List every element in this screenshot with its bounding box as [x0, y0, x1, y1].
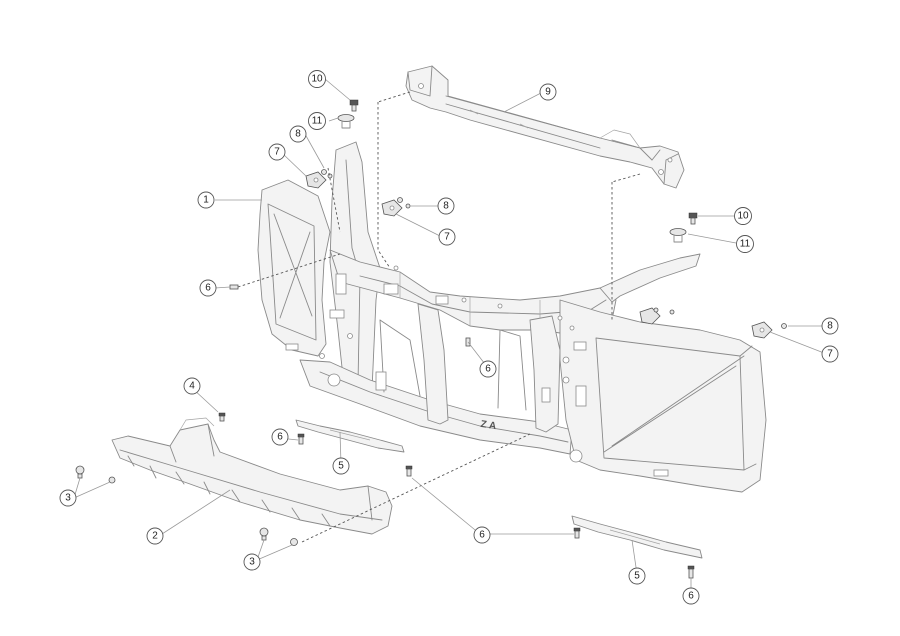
bolt-3-left-b: [108, 476, 116, 484]
callout-7-center: 7: [438, 228, 456, 246]
callout-4: 4: [183, 377, 201, 395]
grommet-11-left: [337, 114, 355, 129]
svg-text:5: 5: [338, 461, 344, 472]
svg-text:6: 6: [479, 530, 485, 541]
svg-text:6: 6: [688, 591, 694, 602]
callout-6-lower: 6: [473, 526, 491, 544]
callout-9: 9: [539, 83, 557, 101]
callout-11-left: 11: [308, 112, 326, 130]
callout-8-left: 8: [289, 125, 307, 143]
svg-text:3: 3: [65, 493, 71, 504]
bolt-6-brace-upper: [297, 433, 305, 445]
upper-tie-bar: [405, 65, 685, 189]
svg-text:10: 10: [311, 74, 323, 85]
svg-text:11: 11: [740, 239, 751, 250]
svg-text:7: 7: [827, 349, 833, 360]
svg-text:6: 6: [205, 283, 211, 294]
svg-text:11: 11: [312, 116, 323, 127]
svg-text:5: 5: [634, 571, 640, 582]
svg-text:4: 4: [189, 381, 195, 392]
callout-6-bottom: 6: [682, 587, 700, 605]
screw-8-right: [653, 307, 787, 329]
svg-text:7: 7: [274, 147, 280, 158]
callout-11-right: 11: [736, 235, 754, 253]
bolt-3-lower-a: [259, 527, 269, 541]
svg-text:6: 6: [485, 364, 491, 375]
svg-text:10: 10: [737, 211, 749, 222]
nut-4: [218, 412, 226, 422]
callout-6-center: 6: [479, 360, 497, 378]
screw-8-center: [397, 197, 411, 209]
callout-5-lower: 5: [628, 567, 646, 585]
radiator-support-frame: Z A: [257, 141, 767, 493]
callout-1: 1: [197, 191, 215, 209]
bracket-7-center: [381, 199, 403, 217]
bolt-6-bracket: [405, 465, 413, 477]
callout-5-upper: 5: [332, 457, 350, 475]
callout-6-left: 6: [199, 279, 217, 297]
svg-text:7: 7: [444, 232, 450, 243]
svg-text:3: 3: [249, 557, 255, 568]
svg-text:8: 8: [827, 321, 833, 332]
bracket-7-right: [751, 321, 773, 339]
callout-7-left: 7: [268, 143, 286, 161]
callout-6-brace: 6: [271, 428, 289, 446]
callout-8-right: 8: [821, 317, 839, 335]
bolt-6-brace-lower-top: [573, 527, 581, 539]
callout-8-center: 8: [437, 197, 455, 215]
bolt-3-lower-b: [290, 538, 298, 546]
grommet-11-right: [669, 228, 687, 243]
svg-text:6: 6: [277, 432, 283, 443]
bolt-3-left-a: [75, 465, 85, 479]
callout-2: 2: [146, 527, 164, 545]
bracket-7-left: [305, 171, 327, 189]
svg-text:8: 8: [443, 201, 449, 212]
svg-text:2: 2: [152, 531, 158, 542]
callout-10-left: 10: [308, 70, 326, 88]
lower-bumper-bracket: [111, 417, 393, 535]
callout-10-right: 10: [734, 207, 752, 225]
callout-3-lower: 3: [243, 553, 261, 571]
leader-lines: [73, 78, 825, 594]
assembly-lines: [237, 91, 641, 543]
svg-text:9: 9: [545, 87, 551, 98]
callout-3-left: 3: [59, 489, 77, 507]
svg-text:8: 8: [295, 129, 301, 140]
callout-7-right: 7: [821, 345, 839, 363]
support-brace-lower: [571, 515, 703, 559]
bolt-6-brace-lower-bottom: [687, 565, 695, 579]
clip-10-left: [349, 99, 359, 112]
clip-10-right: [688, 212, 698, 225]
bolt-6-frame-left: [229, 284, 239, 290]
svg-text:1: 1: [203, 195, 209, 206]
support-brace-upper: [295, 419, 405, 453]
part-mark: Z A: [480, 419, 497, 432]
